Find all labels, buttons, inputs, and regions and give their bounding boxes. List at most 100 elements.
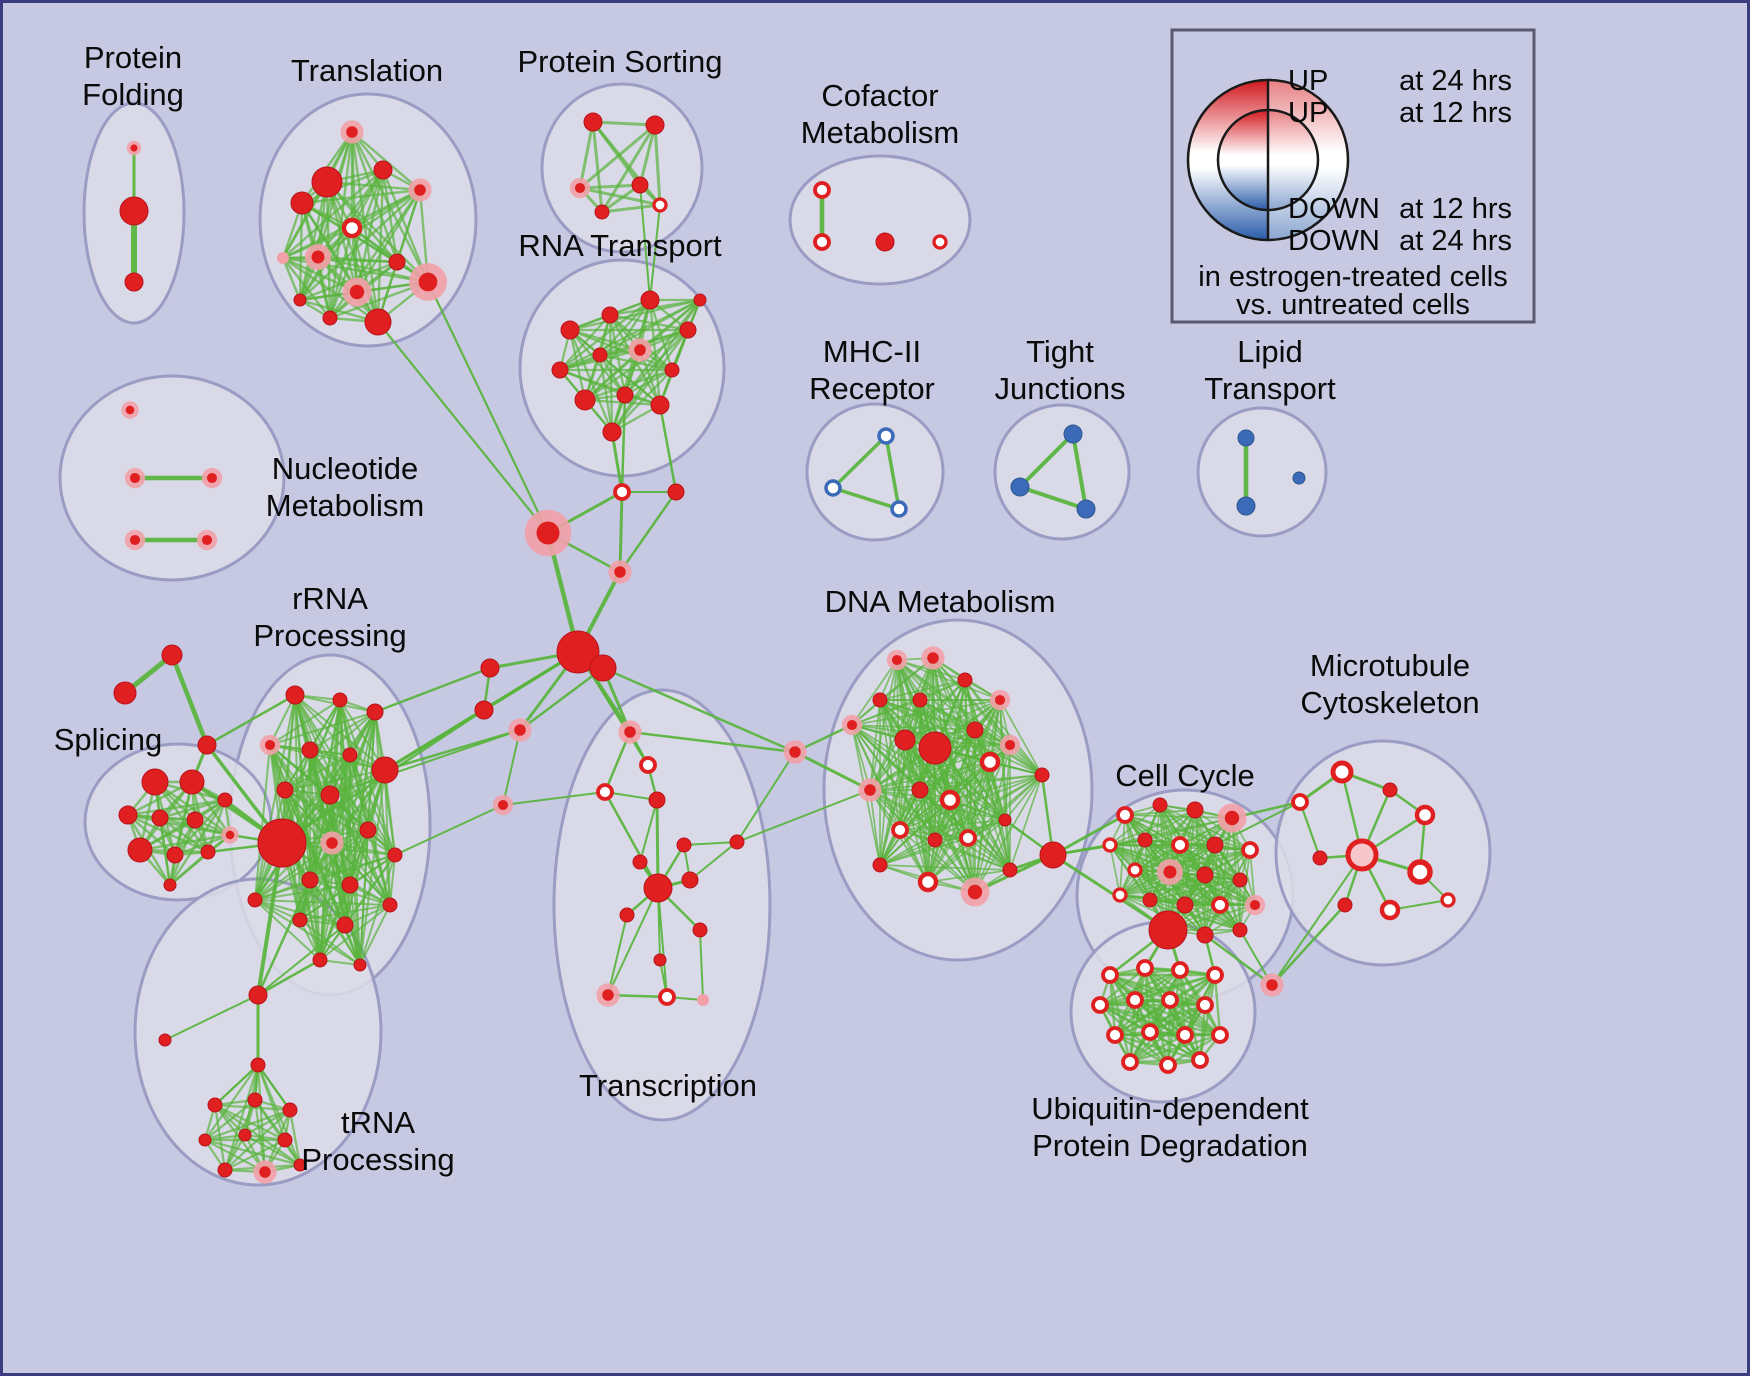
edge xyxy=(974,774,1043,893)
edge xyxy=(591,120,657,127)
edge xyxy=(1134,844,1216,871)
edge xyxy=(1051,813,1127,857)
node xyxy=(373,160,393,180)
edge xyxy=(899,657,934,831)
node xyxy=(589,654,617,682)
node xyxy=(353,958,367,972)
edge xyxy=(657,887,668,998)
node xyxy=(497,799,509,811)
node xyxy=(1121,1053,1139,1071)
edge xyxy=(126,798,227,817)
edge xyxy=(384,769,391,906)
node xyxy=(207,1097,223,1113)
node xyxy=(1440,892,1456,908)
edge xyxy=(1270,903,1347,987)
node xyxy=(311,250,325,264)
edge xyxy=(254,842,333,901)
node xyxy=(676,837,692,853)
node xyxy=(967,884,983,900)
edge xyxy=(879,774,1043,866)
node xyxy=(1224,810,1240,826)
node xyxy=(301,871,319,889)
node xyxy=(1141,1023,1159,1041)
node xyxy=(551,361,569,379)
node xyxy=(1152,797,1168,813)
edge xyxy=(598,298,702,357)
node xyxy=(624,726,636,738)
edge xyxy=(639,799,658,863)
edge xyxy=(1149,899,1241,931)
node xyxy=(1292,471,1306,485)
node xyxy=(161,644,183,666)
node xyxy=(1206,966,1224,984)
node xyxy=(692,922,708,938)
node xyxy=(388,253,406,271)
node xyxy=(1407,859,1433,885)
node xyxy=(653,953,667,967)
node xyxy=(697,994,709,1006)
edge xyxy=(256,878,312,997)
edge xyxy=(1051,853,1170,932)
edge xyxy=(381,168,430,284)
node xyxy=(601,306,619,324)
edge xyxy=(206,798,227,854)
edge xyxy=(919,699,1043,776)
node xyxy=(664,362,680,378)
edge xyxy=(1004,774,1043,821)
edge xyxy=(1119,879,1241,896)
node xyxy=(824,479,842,497)
node xyxy=(877,427,895,445)
edge xyxy=(658,403,678,494)
cluster-label-protein-sorting: Protein Sorting xyxy=(517,44,722,79)
edge xyxy=(1051,838,1147,857)
edge xyxy=(927,747,936,883)
edge xyxy=(974,729,1006,821)
edge xyxy=(899,739,906,831)
edge xyxy=(618,490,678,574)
node xyxy=(341,217,363,239)
node xyxy=(890,500,908,518)
cluster-label-protein-folding: Folding xyxy=(82,77,184,112)
node xyxy=(1126,991,1144,1009)
edge xyxy=(1109,809,1196,846)
edge xyxy=(1214,801,1301,846)
node xyxy=(1171,836,1189,854)
edge xyxy=(655,798,660,890)
node xyxy=(359,821,377,839)
edge xyxy=(831,434,888,490)
node xyxy=(648,791,666,809)
edge xyxy=(1213,973,1222,1037)
legend-up-24-time: at 24 hrs xyxy=(1399,65,1512,97)
edge xyxy=(164,994,259,1041)
edge xyxy=(927,819,1006,883)
cluster-label-microtubule-cytoskeleton: Microtubule xyxy=(1310,648,1470,683)
node xyxy=(1039,841,1067,869)
edge xyxy=(376,320,550,535)
edge xyxy=(919,729,976,791)
edge xyxy=(683,841,738,846)
edge xyxy=(389,854,396,906)
edge xyxy=(879,739,906,866)
edge xyxy=(329,729,521,796)
node xyxy=(292,912,308,928)
node xyxy=(592,347,608,363)
edge xyxy=(1134,849,1251,871)
node xyxy=(341,876,359,894)
edge xyxy=(168,833,232,887)
cluster-label-mhc-ii-receptor: MHC-II xyxy=(823,334,921,369)
edge xyxy=(628,730,797,754)
node xyxy=(640,290,660,310)
node xyxy=(1106,1026,1124,1044)
node xyxy=(166,846,184,864)
node xyxy=(1076,499,1096,519)
edge xyxy=(298,298,380,324)
edge xyxy=(919,699,1011,746)
edge xyxy=(256,1063,292,1112)
edge xyxy=(658,298,702,407)
edge xyxy=(344,829,369,926)
node xyxy=(667,483,685,501)
edge xyxy=(899,699,921,831)
edge xyxy=(608,313,690,332)
node xyxy=(1112,887,1128,903)
